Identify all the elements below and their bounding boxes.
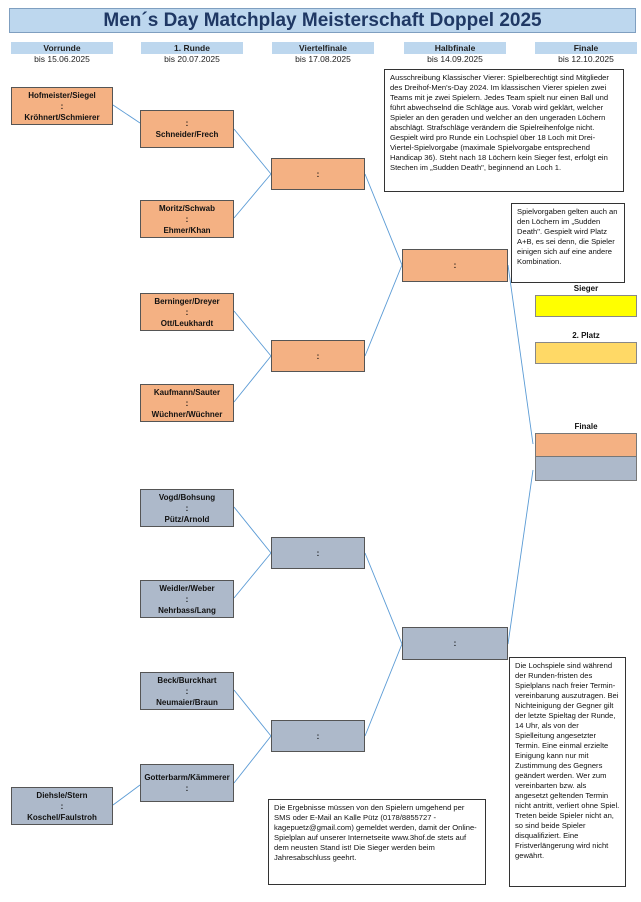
round-header-runde1: 1. Runde [141,42,243,54]
team-bottom: Wüchner/Wüchner [151,409,223,419]
match-separator: : [185,503,189,513]
match-separator: : [185,784,189,793]
team-bottom: Schneider/Frech [155,130,219,139]
team-bottom: Pütz/Arnold [164,514,210,524]
match-vorrunde-2: Diehsle/Stern : Koschel/Faulstroh [11,787,113,825]
finale-team-a [535,433,637,457]
match-viertelfinale-4: : [271,720,365,752]
team-top: Diehsle/Stern [36,790,88,800]
round-header-vorrunde: Vorrunde [11,42,113,54]
match-separator: : [316,351,320,361]
finale-team-b [535,457,637,481]
match-halbfinale-1: : [402,249,508,282]
match-separator: : [453,639,457,648]
team-top: Berninger/Dreyer [154,296,220,306]
match-separator: : [185,686,189,696]
platz2-label: 2. Platz [572,331,600,340]
spielvorgaben-note: Spielvorgaben gelten auch an den Löchern… [511,203,625,283]
match-runde1-1: : Schneider/Frech [140,110,234,148]
team-bottom: Ott/Leukhardt [160,318,214,328]
match-separator: : [60,801,64,811]
match-viertelfinale-1: : [271,158,365,190]
match-viertelfinale-3: : [271,537,365,569]
round-date-finale: bis 12.10.2025 [558,54,614,64]
match-runde1-7: Beck/Burckhart : Neumaier/Braun [140,672,234,710]
team-bottom: Neumaier/Braun [156,697,218,707]
match-viertelfinale-2: : [271,340,365,372]
match-separator: : [453,261,457,270]
round-date-halbfinale: bis 14.09.2025 [427,54,483,64]
team-bottom: Nehrbass/Lang [158,605,216,615]
round-header-viertelfinale: Viertelfinale [272,42,374,54]
match-runde1-2: Moritz/Schwab : Ehmer/Khan [140,200,234,238]
match-vorrunde-1: Hofmeister/Siegel : Kröhnert/Schmierer [11,87,113,125]
match-separator: : [185,594,189,604]
team-top: Hofmeister/Siegel [28,90,96,100]
finale-label: Finale [574,422,598,431]
match-separator: : [185,398,189,408]
team-bottom: Ehmer/Khan [163,225,211,235]
round-header-finale: Finale [535,42,637,54]
match-runde1-3: Berninger/Dreyer : Ott/Leukhardt [140,293,234,331]
match-runde1-4: Kaufmann/Sauter : Wüchner/Wüchner [140,384,234,422]
team-top: Weidler/Weber [159,583,215,593]
team-top: Vogd/Bohsung [158,492,216,502]
sieger-box [535,295,637,317]
team-top: Moritz/Schwab [158,203,215,213]
team-top: Beck/Burckhart [157,675,217,685]
match-separator: : [316,169,320,179]
sieger-label: Sieger [573,284,599,293]
match-separator: : [185,214,189,224]
team-top: Gotterbarm/Kämmerer [144,773,230,782]
match-runde1-6: Weidler/Weber : Nehrbass/Lang [140,580,234,618]
round-date-runde1: bis 20.07.2025 [164,54,220,64]
page-title: Men´s Day Matchplay Meisterschaft Doppel… [9,8,636,33]
match-runde1-5: Vogd/Bohsung : Pütz/Arnold [140,489,234,527]
match-separator: : [316,548,320,558]
round-date-viertelfinale: bis 17.08.2025 [295,54,351,64]
match-separator: : [316,731,320,741]
team-bottom: Kröhnert/Schmierer [24,112,100,122]
lochspiele-note: Die Lochspiele sind während der Runden-f… [509,657,626,887]
team-top: Kaufmann/Sauter [153,387,221,397]
ausschreibung-note: Ausschreibung Klassischer Vierer: Spielb… [384,69,624,192]
round-date-vorrunde: bis 15.06.2025 [34,54,90,64]
team-bottom: Koschel/Faulstroh [27,812,97,822]
ergebnisse-note: Die Ergebnisse müssen von den Spielern u… [268,799,486,885]
match-runde1-8: Gotterbarm/Kämmerer : [140,764,234,802]
match-halbfinale-2: : [402,627,508,660]
platz2-box [535,342,637,364]
match-separator: : [185,307,189,317]
round-header-halbfinale: Halbfinale [404,42,506,54]
match-separator: : [60,101,64,111]
match-separator: : [185,119,189,128]
